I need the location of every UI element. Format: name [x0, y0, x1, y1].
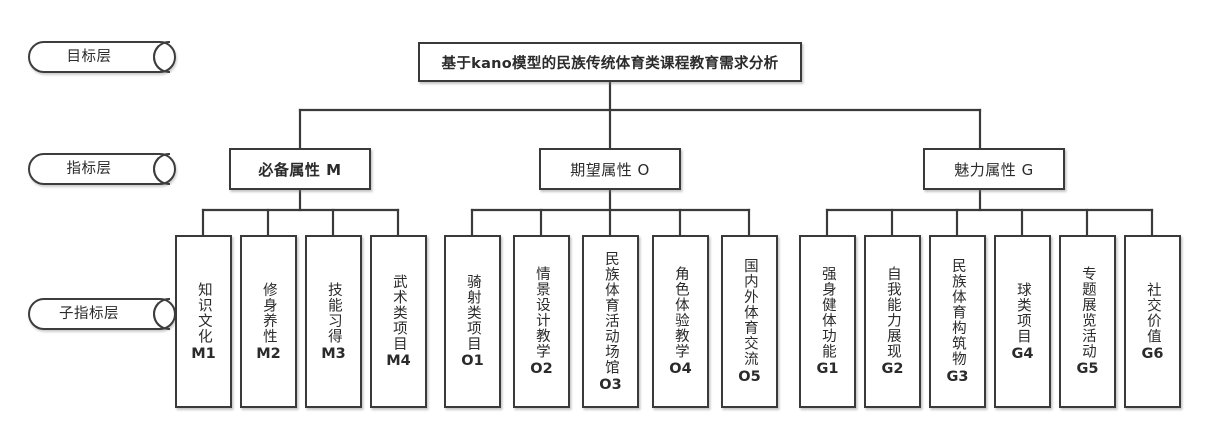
sub-node-g3-name: 民族体育构筑物: [949, 258, 966, 367]
sub-node-o4: 角色体验教学 O4: [652, 235, 709, 408]
layer-label-sub-text: 子指标层: [59, 306, 119, 322]
layer-label-goal: 目标层: [28, 41, 176, 73]
sub-node-g5: 专题展览活动 G5: [1059, 235, 1116, 408]
sub-node-stack: 专题展览活动 G5: [1077, 237, 1099, 406]
sub-node-m2-code: M2: [256, 345, 281, 362]
sub-node-o1-name: 骑射类项目: [464, 273, 481, 352]
sub-node-stack: 角色体验教学 O4: [669, 237, 691, 406]
layer-label-index-text: 指标层: [66, 161, 112, 177]
sub-node-g2-code: G2: [881, 361, 904, 377]
layer-label-sub: 子指标层: [28, 298, 176, 330]
sub-node-g3-code: G3: [946, 368, 969, 385]
sub-node-g2-name: 自我能力展现: [884, 266, 901, 359]
sub-node-m1-code: M1: [191, 345, 216, 362]
sub-node-stack: 自我能力展现 G2: [882, 237, 904, 406]
sub-node-m2-name: 修身养性: [260, 281, 277, 344]
sub-node-g6-code: G6: [1141, 345, 1164, 362]
sub-node-o2-code: O2: [530, 361, 553, 377]
sub-node-g1-name: 强身健体功能: [819, 266, 836, 359]
sub-node-m3-code: M3: [321, 345, 346, 362]
sub-node-g2: 自我能力展现 G2: [864, 235, 921, 408]
layer-label-index: 指标层: [28, 153, 176, 185]
sub-node-m4-code: M4: [386, 353, 411, 370]
pill-arc-icon: [153, 41, 170, 73]
attribute-node-m: 必备属性 M: [229, 148, 371, 190]
sub-node-o2-name: 情景设计教学: [533, 266, 550, 359]
goal-node-label: 基于kano模型的民族传统体育类课程教育需求分析: [441, 55, 779, 72]
pill-arc-icon: [153, 153, 170, 185]
attribute-node-o-label: 期望属性 O: [570, 160, 650, 179]
layer-label-goal-text: 目标层: [66, 49, 112, 65]
attribute-node-m-label: 必备属性 M: [258, 160, 342, 179]
sub-node-stack: 情景设计教学 O2: [530, 237, 552, 406]
attribute-node-g-label: 魅力属性 G: [954, 160, 1034, 179]
sub-node-o4-name: 角色体验教学: [672, 266, 689, 359]
sub-node-g1: 强身健体功能 G1: [799, 235, 856, 408]
sub-node-o2: 情景设计教学 O2: [513, 235, 570, 408]
sub-node-g1-code: G1: [816, 361, 839, 377]
sub-node-g5-name: 专题展览活动: [1079, 266, 1096, 359]
sub-node-g5-code: G5: [1076, 361, 1099, 377]
sub-node-m4-name: 武术类项目: [390, 273, 407, 352]
attribute-node-o: 期望属性 O: [539, 148, 681, 190]
sub-node-o3-name: 民族体育活动场馆: [602, 250, 619, 375]
sub-node-o5-name: 国内外体育交流: [741, 258, 758, 367]
attribute-node-g: 魅力属性 G: [923, 148, 1065, 190]
sub-node-g4-name: 球类项目: [1014, 281, 1031, 344]
pill-arc-icon: [153, 298, 170, 330]
sub-node-o5-code: O5: [738, 368, 761, 385]
sub-node-g4-code: G4: [1011, 345, 1034, 362]
sub-node-o1-code: O1: [461, 353, 484, 370]
sub-node-o4-code: O4: [669, 361, 692, 377]
sub-node-m3-name: 技能习得: [325, 281, 342, 344]
sub-node-g6-name: 社交价值: [1144, 281, 1161, 344]
sub-node-stack: 强身健体功能 G1: [817, 237, 839, 406]
goal-node: 基于kano模型的民族传统体育类课程教育需求分析: [418, 42, 802, 82]
sub-node-o3-code: O3: [599, 376, 622, 393]
sub-node-m1-name: 知识文化: [195, 281, 212, 344]
